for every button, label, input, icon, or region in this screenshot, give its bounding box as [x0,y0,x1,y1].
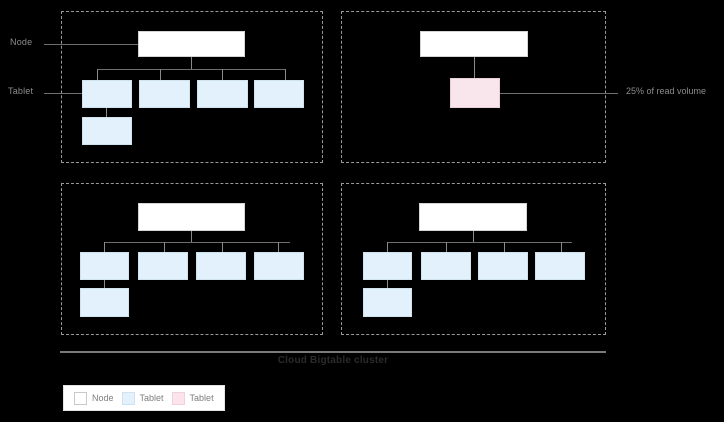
tablet-box[interactable] [138,252,188,280]
cluster-divider [60,351,606,353]
node-box[interactable] [419,203,527,231]
side-label-tablet: Tablet [8,86,34,96]
tablet-box[interactable] [363,288,412,317]
tablet-box[interactable] [196,252,246,280]
legend-item-hot-tablet: Tablet [171,391,214,405]
tablet-box[interactable] [82,80,132,108]
legend-label: Tablet [139,393,164,403]
node-group-top-right [341,11,606,163]
connector-tablet-split [104,280,105,289]
node-group-bottom-right [341,183,606,335]
connector-drop [446,242,447,253]
legend-label: Node [92,393,114,403]
connector-tablet-split [387,280,388,289]
node-box[interactable] [138,203,245,231]
connector-node-to-bus [191,57,192,70]
connector-drop [222,69,223,80]
leader-line-tablet [44,93,83,94]
connector-node-to-tablet [474,57,475,78]
connector-drop [278,242,279,253]
connector-bus [387,242,572,243]
tablet-box[interactable] [254,252,304,280]
node-box[interactable] [138,31,245,57]
connector-drop [97,69,98,80]
connector-drop [222,242,223,253]
connector-drop [104,242,105,253]
legend: Node Tablet Tablet [63,385,225,411]
legend-label: Tablet [189,393,214,403]
connector-node-to-bus [191,231,192,243]
leader-line-node [44,44,140,45]
tablet-box[interactable] [478,252,528,280]
tablet-box[interactable] [80,288,129,317]
tablet-swatch-icon [121,391,135,405]
connector-bus [104,242,290,243]
node-box[interactable] [420,31,528,57]
tablet-box[interactable] [421,252,471,280]
connector-bus [97,69,286,70]
tablet-box[interactable] [254,80,304,108]
legend-item-tablet: Tablet [121,391,164,405]
legend-item-node: Node [74,391,114,405]
connector-drop [387,242,388,253]
connector-drop [285,69,286,80]
tablet-box[interactable] [363,252,412,280]
connector-drop [561,242,562,253]
tablet-box[interactable] [139,80,190,108]
node-group-top-left [61,11,323,163]
tablet-box[interactable] [82,117,132,145]
callout-read-volume: 25% of read volume [626,86,707,96]
tablet-box[interactable] [535,252,585,280]
leader-line-hot-tablet [500,93,618,94]
cluster-caption: Cloud Bigtable cluster [277,355,389,366]
hot-tablet-box[interactable] [450,78,500,108]
connector-drop [164,242,165,253]
connector-drop [504,242,505,253]
side-label-node: Node [10,37,33,47]
hot-tablet-swatch-icon [171,391,185,405]
connector-node-to-bus [473,231,474,243]
connector-tablet-split [106,108,107,118]
node-group-bottom-left [61,183,323,335]
tablet-box[interactable] [197,80,248,108]
tablet-box[interactable] [80,252,129,280]
node-swatch-icon [74,391,87,405]
connector-drop [160,69,161,80]
